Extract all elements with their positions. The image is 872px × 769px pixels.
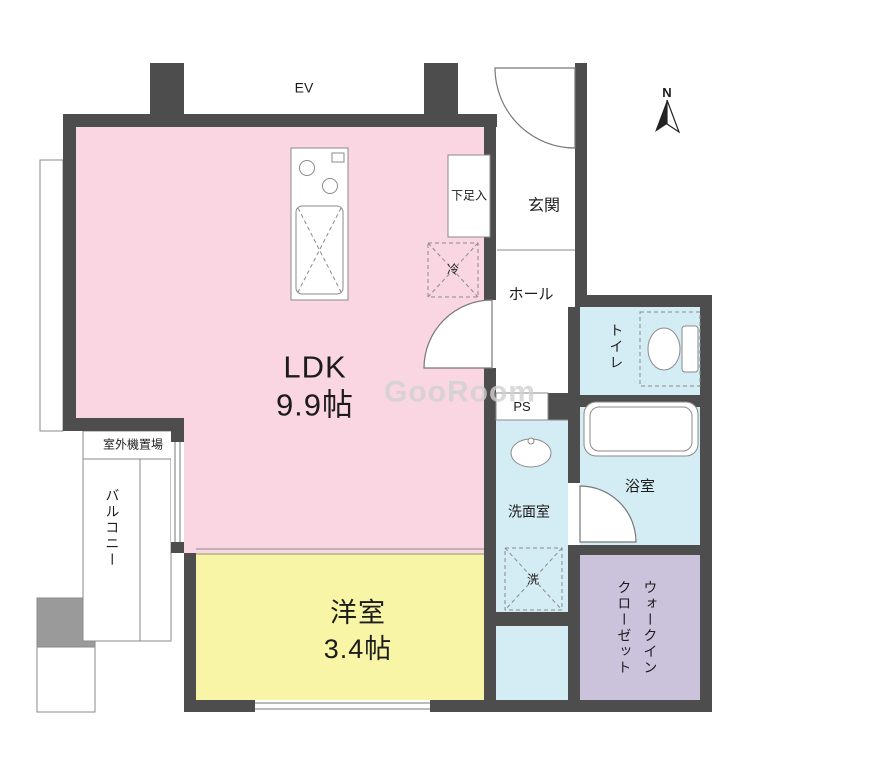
exterior-structures bbox=[36, 159, 184, 713]
burner-icon bbox=[299, 160, 315, 176]
washroom-label: 洗面室 bbox=[508, 503, 550, 520]
bathtub-icon bbox=[583, 401, 699, 457]
north-arrow-icon bbox=[655, 99, 681, 134]
shoe-box bbox=[447, 154, 491, 238]
western-size-label: 3.4帖 bbox=[323, 633, 393, 664]
stove-grill-icon bbox=[331, 152, 345, 163]
ldk-room bbox=[76, 127, 484, 553]
door-arcs bbox=[423, 67, 637, 543]
washer-label: 洗 bbox=[526, 572, 540, 587]
outdoor-unit-area bbox=[82, 430, 184, 460]
shoe-box-label: 下足入 bbox=[450, 188, 488, 203]
entrance-door-arc bbox=[494, 67, 576, 149]
western-name-label: 洋室 bbox=[330, 597, 386, 628]
ldk-name-label: LDK bbox=[283, 349, 347, 385]
kitchen-icon bbox=[290, 147, 349, 301]
walls bbox=[63, 63, 712, 712]
hall-label: ホール bbox=[508, 286, 554, 304]
genkan-label: 玄関 bbox=[527, 197, 561, 215]
western-room bbox=[196, 553, 484, 700]
balcony-label: バルコニー bbox=[104, 488, 121, 568]
wic-room bbox=[580, 555, 700, 700]
fridge-space-icon bbox=[427, 242, 479, 298]
wic-label-line1: ウォークイン bbox=[642, 580, 659, 676]
bath-label: 浴室 bbox=[624, 478, 656, 496]
north-label: N bbox=[662, 85, 672, 101]
ps-label: PS bbox=[513, 399, 531, 415]
bath-door-arc bbox=[579, 485, 637, 543]
toilet-label: トイレ bbox=[608, 323, 625, 371]
ps-box bbox=[495, 392, 549, 421]
windows bbox=[171, 442, 430, 712]
washer-space-icon bbox=[504, 547, 563, 611]
toilet-icon bbox=[639, 311, 701, 387]
ev-label: EV bbox=[294, 79, 314, 96]
outdoor-unit-label: 室外機置場 bbox=[102, 437, 164, 452]
watermark: GooRoom bbox=[384, 375, 536, 409]
sink-counter-icon bbox=[295, 205, 344, 295]
fridge-label: 冷 bbox=[446, 262, 460, 277]
washbasin-icon bbox=[510, 437, 552, 468]
ldk-door-arc bbox=[423, 299, 493, 369]
ldk-size-label: 9.9帖 bbox=[275, 387, 355, 423]
wic-label-line2: クローゼット bbox=[616, 580, 633, 676]
balcony-area bbox=[82, 458, 172, 642]
burner-icon bbox=[322, 178, 338, 194]
